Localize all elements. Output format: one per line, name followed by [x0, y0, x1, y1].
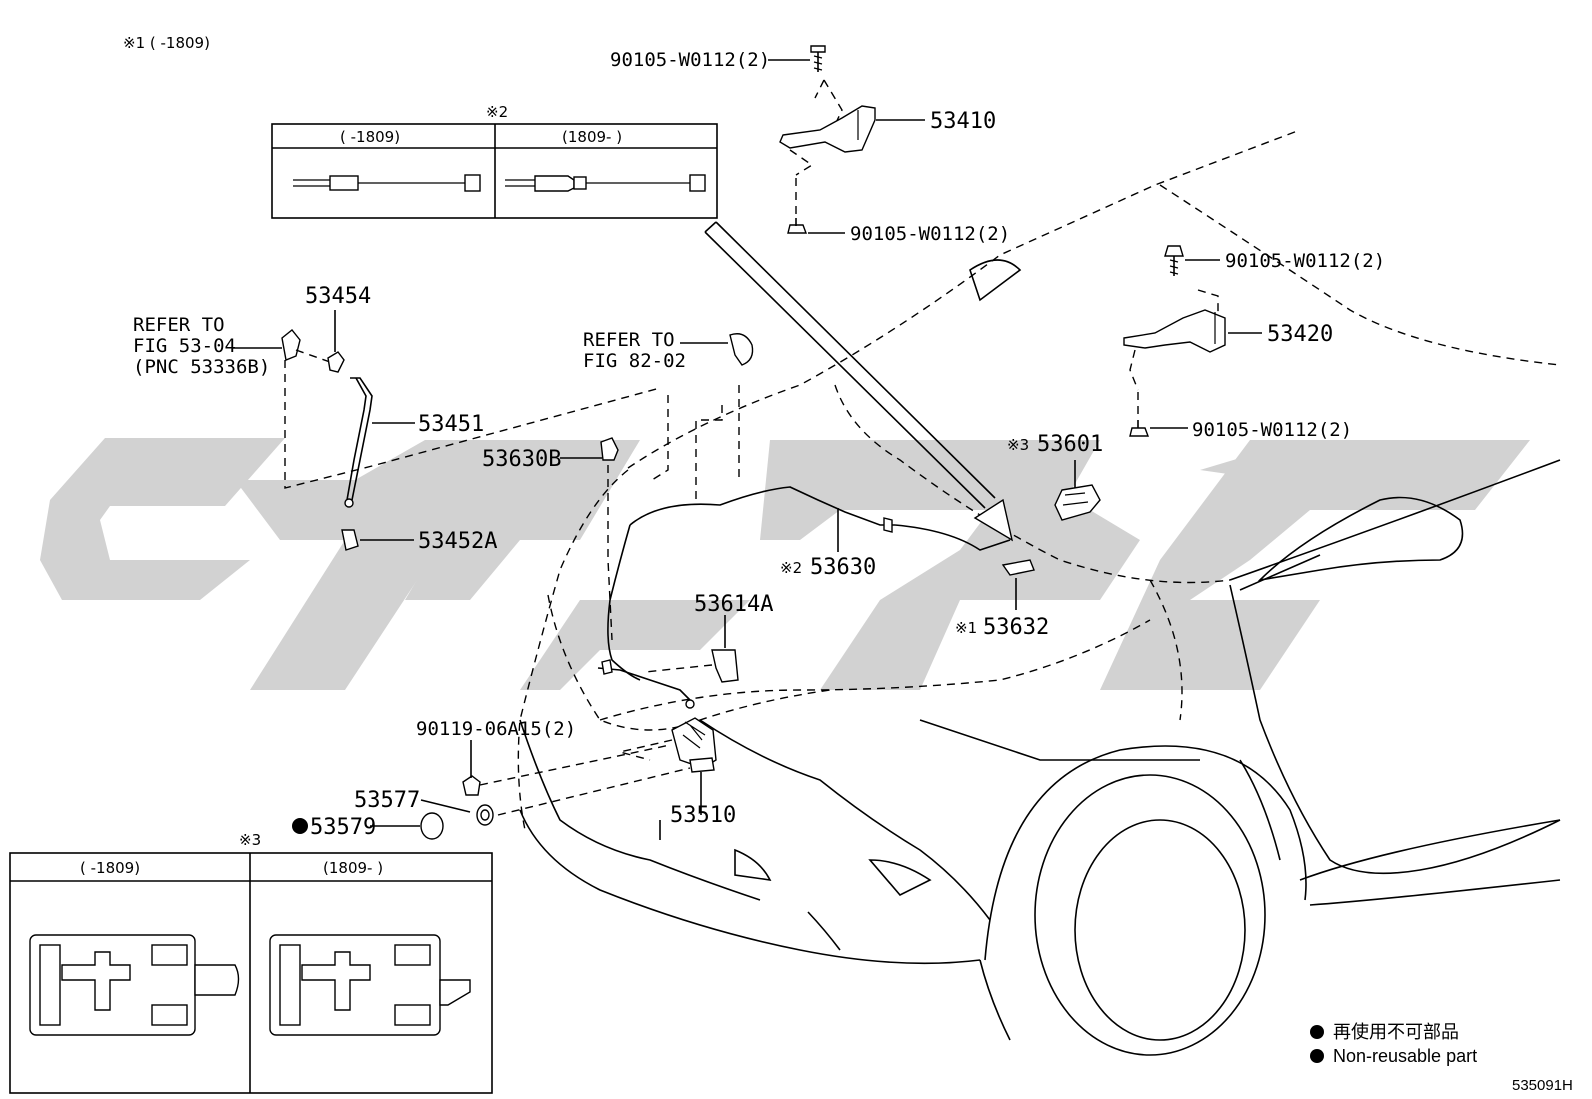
label-53630: 53630: [810, 555, 876, 580]
hinge-right-group: [1123, 245, 1262, 437]
label-53577: 53577: [354, 788, 420, 813]
hinge-left-group: [768, 45, 925, 234]
label-refer-82-fig: FIG 82-02: [583, 350, 686, 372]
label-53630b: 53630B: [482, 447, 561, 472]
legend: 再使用不可部品 Non-reusable part: [1310, 1022, 1477, 1066]
hood-rod-group: [232, 310, 661, 551]
label-53420: 53420: [1267, 322, 1333, 347]
bracket-53614a: [644, 615, 739, 683]
label-53454: 53454: [305, 284, 371, 309]
hood-lock-53510: [479, 717, 717, 816]
inset-note-3: ※3 ( -1809) (1809- ): [9, 831, 493, 1094]
label-53632-mark: ※1: [955, 619, 977, 637]
label-90119: 90119-06A15(2): [416, 718, 576, 740]
label-53601: 53601: [1037, 432, 1103, 457]
small-parts-group: [370, 740, 494, 840]
figure-code: 535091H: [1512, 1077, 1573, 1094]
label-53410: 53410: [930, 109, 996, 134]
part-labels: 90105-W0112(2) 53410 90105-W0112(2) 9010…: [133, 49, 1385, 840]
bracket-53632: [1001, 559, 1035, 610]
label-53601-mark: ※3: [1007, 436, 1029, 454]
label-refer-53: REFER TO: [133, 314, 225, 336]
label-bolt-right-lower: 90105-W0112(2): [1192, 419, 1352, 441]
label-53510: 53510: [670, 803, 736, 828]
label-bolt-right-upper: 90105-W0112(2): [1225, 250, 1385, 272]
legend-en: Non-reusable part: [1333, 1046, 1477, 1066]
label-refer-82: REFER TO: [583, 329, 675, 351]
note-1: ※1 ( -1809): [123, 34, 210, 52]
inset-2-col-2: (1809- ): [562, 128, 622, 146]
label-bolt-top: 90105-W0112(2): [610, 49, 770, 71]
label-bolt-left-lower: 90105-W0112(2): [850, 223, 1010, 245]
label-53632: 53632: [983, 615, 1049, 640]
inset-3-col-1: ( -1809): [80, 859, 140, 877]
watermark-logo: [40, 438, 1530, 690]
inset-note-2: ※2 ( -1809) (1809- ): [271, 103, 718, 219]
seal-53601: [1054, 460, 1101, 521]
vehicle-outline: [517, 129, 1561, 1056]
inset-3-col-2: (1809- ): [323, 859, 383, 877]
callout-arrow: [704, 221, 1014, 542]
inset-2-mark: ※2: [486, 103, 508, 121]
non-reusable-marker: [292, 818, 308, 834]
legend-dot-jp: [1310, 1025, 1324, 1039]
inset-3-mark: ※3: [239, 831, 261, 849]
label-53579: 53579: [310, 815, 376, 840]
label-53452a: 53452A: [418, 529, 497, 554]
label-53451: 53451: [418, 412, 484, 437]
label-refer-53-fig: FIG 53-04: [133, 335, 236, 357]
label-53630-mark: ※2: [780, 559, 802, 577]
release-cable-group: [560, 333, 1011, 709]
legend-dot-en: [1310, 1049, 1324, 1063]
inset-2-col-1: ( -1809): [340, 128, 400, 146]
label-refer-53-pnc: (PNC 53336B): [133, 356, 270, 378]
label-53614a: 53614A: [694, 592, 773, 617]
legend-jp: 再使用不可部品: [1333, 1022, 1459, 1042]
